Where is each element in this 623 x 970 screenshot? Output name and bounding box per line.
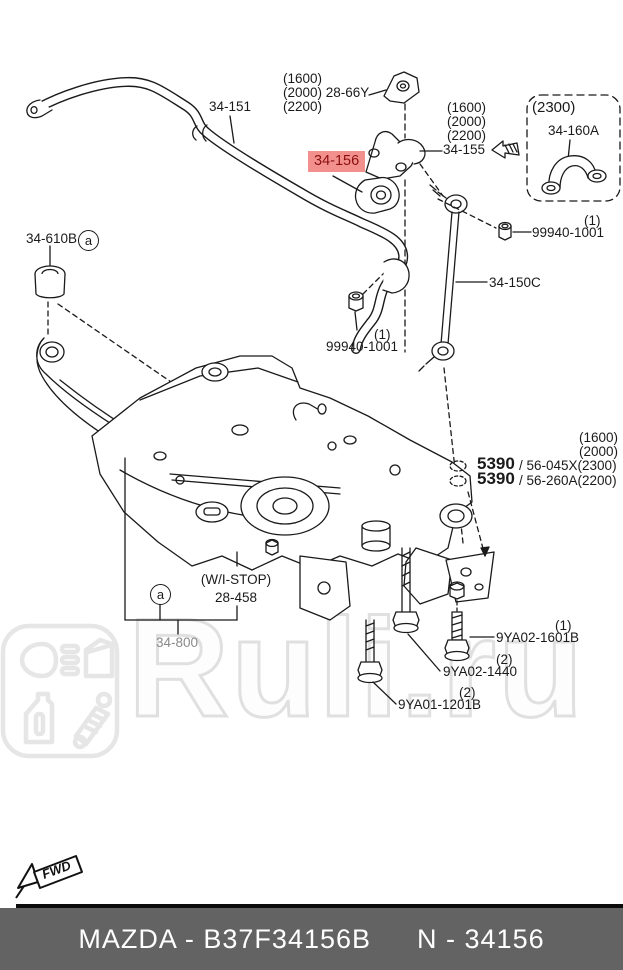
stabilizer-link-34-150C <box>418 163 497 544</box>
frame-clamp <box>382 258 410 294</box>
nut-99940-1001-right <box>498 221 532 241</box>
part-label: 28-458 <box>214 590 258 605</box>
oil-canister-icon <box>23 691 55 745</box>
stabilizer-bar <box>26 76 409 354</box>
part-label: (2) <box>459 685 476 700</box>
part-label: 9YA02-1440 <box>443 664 518 679</box>
part-label: (2300) <box>532 99 576 116</box>
subframe-34-800 <box>36 337 495 621</box>
bracket-34-155 <box>365 131 443 180</box>
part-label: 99940-1001 <box>326 339 399 354</box>
bolt-9YA02-1601B <box>444 581 495 662</box>
part-label: 34-150C <box>489 275 541 290</box>
part-label: (1600) <box>283 71 323 86</box>
watermark-icons <box>0 623 120 759</box>
leader-lines <box>229 115 235 144</box>
bushing-34-156 <box>332 175 400 214</box>
part-label: (2200) <box>447 128 487 143</box>
footer-divider <box>16 904 623 908</box>
bolt-9YA01-1201B <box>357 619 397 705</box>
shock-absorber-icon <box>72 691 113 750</box>
part-label: 34-160A <box>548 123 600 138</box>
highlighted-part-label[interactable]: 34-156 <box>308 151 366 172</box>
part-label: 9YA02-1601B <box>496 630 580 645</box>
part-label: (1) <box>555 618 572 633</box>
part-label: / 56-260A(2200) <box>519 473 617 488</box>
part-label: (1) <box>584 213 601 228</box>
part-label: (2000) <box>447 114 487 129</box>
part-label: 34-155 <box>443 142 486 157</box>
part-label: (W/I-STOP) <box>200 572 272 587</box>
part-label: 5390 <box>477 469 515 488</box>
part-label: 34-151 <box>209 99 252 114</box>
footer-bar: MAZDA - B37F34156B N - 34156 <box>0 908 623 970</box>
part-label: (1600) <box>578 430 618 445</box>
part-label: (1600) <box>447 100 487 115</box>
bolt-9YA02-1440 <box>392 547 441 672</box>
labels-layer: (1600)(2000) 28-66Y(2200)34-151(1600)(20… <box>26 71 618 712</box>
part-label: (1) <box>374 327 391 342</box>
part-label: 34-800 <box>156 635 199 650</box>
callout-circle-a: a <box>150 584 171 605</box>
part-label: 34-610B <box>26 231 78 246</box>
bracket-plate-28-66Y <box>368 71 420 104</box>
exploded-diagram <box>26 71 621 705</box>
part-label: (2) <box>496 652 513 667</box>
watermark-frame <box>0 623 120 759</box>
part-label: / 56-045X(2300) <box>519 458 617 473</box>
headlight-icon <box>19 641 81 679</box>
variant-box-2300 <box>526 94 621 202</box>
part-label: (2200) <box>283 99 323 114</box>
part-label: 9YA01-1201B <box>398 697 482 712</box>
part-label: 5390 <box>477 454 515 473</box>
clip-icons-5390 <box>449 460 490 557</box>
part-label: (2000) 28-66Y <box>283 85 370 100</box>
footer-catalog-number: N - 34156 <box>417 923 545 954</box>
variant-arrow <box>491 140 520 159</box>
part-label: (2000) <box>578 444 618 459</box>
fwd-arrow-icon: FWD <box>15 855 83 899</box>
part-label: 99940-1001 <box>532 225 605 240</box>
callout-circle-a: a <box>78 230 99 251</box>
footer-part-number: MAZDA - B37F34156B <box>78 923 372 954</box>
car-door-icon <box>83 637 115 679</box>
callout-bracket <box>124 457 238 635</box>
